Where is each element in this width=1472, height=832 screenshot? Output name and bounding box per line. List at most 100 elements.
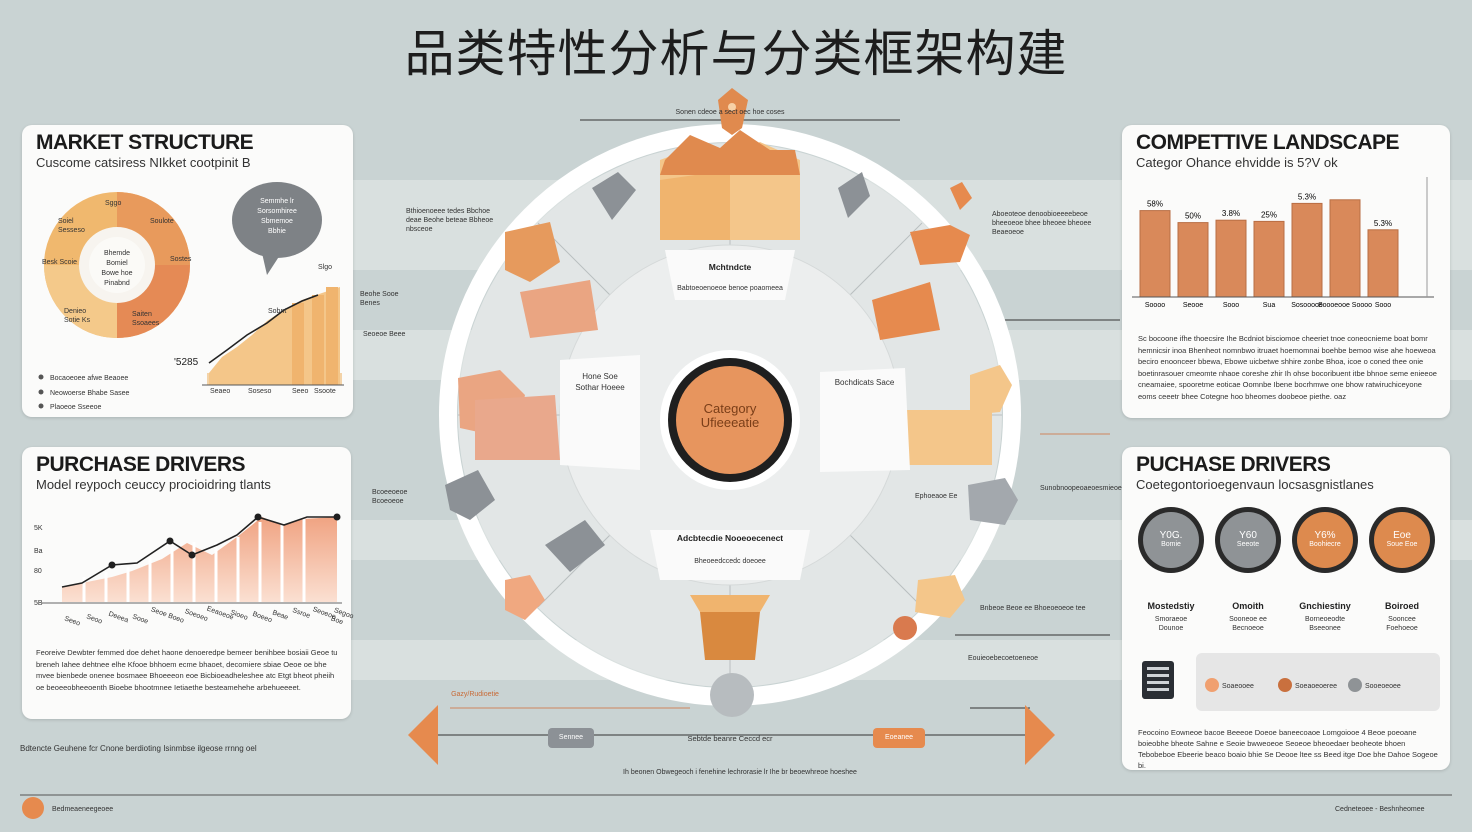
top-banner: Sonen cdeoe a sect oec hoe coses [675, 109, 785, 116]
category-label-2: Sooo [1223, 302, 1239, 309]
category-label-6: Sooo [1375, 302, 1391, 309]
driver-circle: Y6%Boohiecre [1292, 507, 1358, 573]
purchase-drivers-left-title: PURCHASE DRIVERS [36, 453, 246, 476]
driver-circle: Y0G.Bomie [1138, 507, 1204, 573]
page-title: 品类特性分析与分类框架构建 [404, 25, 1068, 83]
bottom-left-pill[interactable]: Sennee [548, 728, 594, 748]
market-structure-graphic [38, 182, 344, 409]
category-label-3: Sua [1263, 302, 1276, 309]
data-label-2: 3.8% [1222, 209, 1240, 218]
bar-label-3: '5285 [174, 357, 199, 368]
bubble-line-1: Semmhe lr [260, 198, 294, 205]
y-tick-3: 80 [34, 568, 42, 575]
top-card-title: Mchtndcte [708, 262, 752, 272]
competitive-landscape-panel: COMPETTIVE LANDSCAPE Categor Ohance ehvi… [1122, 125, 1450, 418]
driver-value: Eoe [1393, 530, 1411, 541]
page-footer-right: Cedneteoee - Beshnheomee [1335, 806, 1425, 813]
bar-3 [1253, 220, 1285, 298]
driver-value: Y6% [1314, 530, 1336, 541]
category-label-5: Soooeooe Soooo [1318, 302, 1372, 309]
data-label-3: 25% [1261, 210, 1277, 219]
market-structure-subtitle: Cuscome catsiress NIkket cootpinit B [36, 155, 251, 170]
bar-4 [1291, 202, 1323, 298]
side-note-right-note: Sunobnoopeoaeoesmieoe [1040, 485, 1122, 492]
driver-value: Y0G. [1159, 530, 1183, 541]
side-note-left-top: Bthioenoeee tedes Bbchoe deae Beohe bete… [406, 208, 494, 233]
y-tick-1: 5K [34, 525, 43, 532]
bottom-right-pill[interactable]: Eoeanee [873, 728, 925, 748]
driver-legend-2: Soeaoeoeree [1295, 683, 1338, 690]
data-label-6: 5.3% [1374, 219, 1392, 228]
driver-legend-box [1196, 653, 1440, 711]
competitive-landscape-subtitle: Categor Ohance ehvidde is 5?V ok [1136, 155, 1338, 170]
side-note-right-low2: Bnbeoe Beoe ee Bhoeoeoeoe tee [980, 605, 1086, 612]
footnote: Bdtencte Geuhene fcr Cnone berdioting Is… [20, 744, 257, 753]
driver-label: Seeote [1236, 541, 1260, 548]
y-tick-2: Ba [34, 548, 43, 555]
driver-legend-1: Soaeooee [1222, 683, 1254, 690]
driver-label: Boohiecre [1309, 541, 1341, 548]
donut-label-5: Sostes [170, 256, 192, 263]
side-note-left-mid2: Seoeoe Beee [363, 331, 406, 338]
right-card-title: Bochdicats Sace [834, 378, 895, 387]
bubble-line-2: Sorsomhiree [257, 208, 297, 215]
driver-desc: Sooncee Foehoeoe [1386, 616, 1418, 632]
hub-label: Category Ufieeeatie [700, 401, 760, 430]
bottom-link[interactable]: Gazy/Rudioetie [451, 691, 499, 698]
driver-desc: Smoraeoe Dounoe [1154, 616, 1188, 632]
purchase-drivers-left-panel: PURCHASE DRIVERS Model reypoch ceuccy pr… [22, 447, 354, 719]
donut-center-3: Bowe hoe [101, 270, 133, 277]
data-label-1: 50% [1185, 212, 1201, 221]
competitive-bar-chart: 58% Soooo 50% Seooe 3.8% Sooo 25% Sua 5.3% Sosooo… [1132, 177, 1434, 309]
donut-label-3: Soulote [150, 218, 174, 225]
axis-label-4: Ssoote [314, 388, 336, 395]
driver-name: Boiroed [1384, 601, 1419, 611]
donut-center-1: Bhemde [103, 250, 131, 257]
axis-label-2: Soseso [248, 388, 272, 395]
category-label-4: Sosooooe [1291, 302, 1323, 309]
competitive-landscape-paragraph: Sc bocoone ifhe thoecsire Ihe Bcdniot bi… [1138, 334, 1437, 401]
market-structure-panel: MARKET STRUCTURE Cuscome catsiress NIkke… [22, 125, 353, 417]
side-note-left-mid1: Beohe Sooe Benes [360, 291, 399, 307]
category-label-1: Seooe [1183, 302, 1203, 309]
driver-desc: Borneoeodte Bseeonee [1304, 616, 1346, 632]
bar-label-1: Slgo [318, 264, 333, 271]
bottom-card-title: Adcbtecdie Nooeoecenect [676, 533, 784, 543]
y-tick-4: 5B [34, 600, 43, 607]
bar-2 [1215, 219, 1247, 298]
bubble-line-3: Sbmemoe [261, 218, 293, 225]
legend-item-2: Neowoerse Bhabe Sasee [50, 390, 130, 397]
driver-name: Omoith [1232, 601, 1264, 611]
market-structure-title: MARKET STRUCTURE [36, 131, 254, 154]
driver-desc: Sooneoe ee Becnoeoe [1229, 616, 1267, 632]
purchase-drivers-right-subtitle: Coetegontorioegenvaun locsasgnistlanes [1136, 477, 1374, 492]
driver-value: Y60 [1239, 530, 1257, 541]
donut-label-2: Soiel Sesseso [58, 218, 85, 234]
left-card-line-2: Sothar Hoeee [575, 383, 625, 392]
axis-label-1: Seaeo [210, 388, 231, 395]
donut-label-7: Saiten Ssoaees [132, 311, 160, 327]
purchase-drivers-area-chart [42, 513, 342, 604]
bar-0 [1139, 210, 1171, 298]
purchase-drivers-left-paragraph: Feoreive Dewbter femmed doe dehet haone … [36, 648, 338, 692]
donut-label-4: Besk Scoie [42, 259, 78, 266]
donut-center-4: Pinabnd [104, 280, 130, 287]
purchase-drivers-left-subtitle: Model reypoch ceuccy procioidring tlants [36, 477, 271, 492]
data-label-0: 58% [1147, 200, 1163, 209]
driver-name: Mostedstiy [1147, 601, 1195, 611]
purchase-drivers-right-title: PUCHASE DRIVERS [1136, 453, 1331, 476]
page-footer-left: Bedmeaeneegeoee [52, 806, 114, 813]
side-note-left-mid3: Bcoeeoeoe Bcoeoeoe [372, 489, 408, 505]
footer-text: Ih beonen Obwegeoch i fenehine lechroras… [623, 769, 857, 776]
bottom-banner: Sebtde beanre Ceccd ecr [687, 734, 773, 743]
driver-label: Soue Eoe [1386, 541, 1418, 548]
bottom-card-desc: Bheoeedccedc doeoee [694, 558, 766, 565]
left-card-line-1: Hone Soe [582, 372, 618, 381]
donut-label-1: Sggo [105, 200, 122, 207]
donut-center-2: Bomiel [106, 260, 128, 267]
bubble-line-4: Bbhie [268, 228, 286, 235]
driver-legend-3: Sooeoeoee [1365, 683, 1401, 690]
category-label-0: Soooo [1145, 302, 1165, 309]
donut-label-6: Denieo Sotie Ks [64, 308, 91, 324]
